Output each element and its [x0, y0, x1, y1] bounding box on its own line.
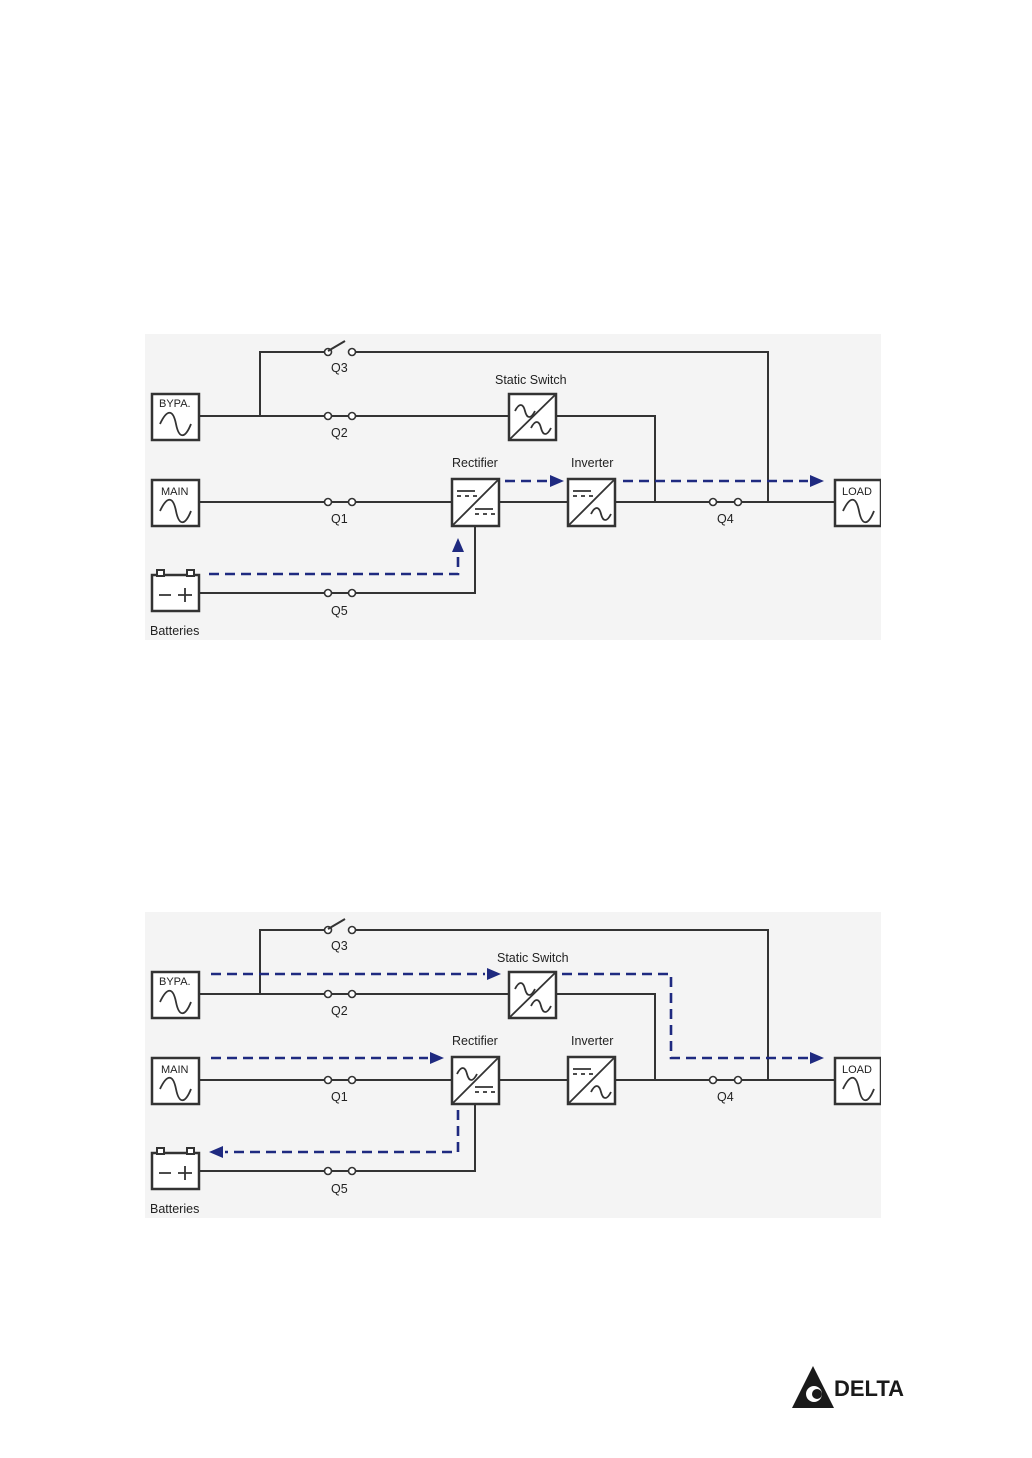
static-switch-label: Static Switch [497, 951, 569, 965]
flow-arrowhead [810, 475, 824, 487]
rectifier-label: Rectifier [452, 456, 498, 470]
rectifier-label: Rectifier [452, 1034, 498, 1048]
flow-battery-to-rectifier [209, 554, 458, 574]
delta-logo: DELTA [790, 1364, 922, 1410]
switch-q4 [710, 499, 742, 506]
main-label: MAIN [161, 486, 189, 498]
static-switch-box [509, 972, 556, 1018]
delta-triangle-icon [790, 1364, 836, 1410]
switch-q4 [710, 1077, 742, 1084]
batteries-label: Batteries [150, 1202, 199, 1216]
inverter-box [568, 479, 615, 526]
q2-label: Q2 [331, 1004, 348, 1018]
battery [152, 1148, 199, 1189]
wiring [200, 352, 835, 593]
main-source: MAIN [152, 480, 199, 526]
q5-label: Q5 [331, 604, 348, 618]
load-box: LOAD [835, 480, 881, 526]
q4-label: Q4 [717, 512, 734, 526]
load-box: LOAD [835, 1058, 881, 1104]
wiring [200, 930, 835, 1171]
inverter-box [568, 1057, 615, 1104]
q3-label: Q3 [331, 939, 348, 953]
q1-label: Q1 [331, 512, 348, 526]
switch-q2 [325, 991, 356, 998]
bypass-label: BYPA. [159, 976, 191, 988]
q1-label: Q1 [331, 1090, 348, 1104]
switch-q1 [325, 499, 356, 506]
flow-arrowhead [452, 538, 464, 552]
load-label: LOAD [842, 1064, 872, 1076]
rectifier-box [452, 479, 499, 526]
q5-label: Q5 [331, 1182, 348, 1196]
static-switch-label: Static Switch [495, 373, 567, 387]
main-source: MAIN [152, 1058, 199, 1104]
ups-diagram-1: BYPA. MAIN LOAD [145, 334, 881, 640]
rectifier-box [452, 1057, 499, 1104]
logo-text: DELTA [834, 1376, 904, 1402]
flow-arrowhead [209, 1146, 223, 1158]
ups-diagram-2: BYPA. MAIN LOAD [145, 912, 881, 1218]
q2-label: Q2 [331, 426, 348, 440]
flow-rectifier-to-battery [225, 1110, 458, 1152]
load-label: LOAD [842, 486, 872, 498]
bypass-label: BYPA. [159, 398, 191, 410]
q3-label: Q3 [331, 361, 348, 375]
main-label: MAIN [161, 1064, 189, 1076]
batteries-label: Batteries [150, 624, 199, 638]
battery [152, 570, 199, 611]
static-switch-box [509, 394, 556, 440]
flow-arrowhead [487, 968, 501, 980]
switch-q5 [325, 1168, 356, 1175]
flow-arrowhead [430, 1052, 444, 1064]
q4-label: Q4 [717, 1090, 734, 1104]
bypass-source: BYPA. [152, 972, 199, 1018]
bypass-source: BYPA. [152, 394, 199, 440]
switch-q3 [325, 919, 356, 934]
switch-q1 [325, 1077, 356, 1084]
flow-arrowhead [810, 1052, 824, 1064]
diagram-2-svg: BYPA. MAIN LOAD [145, 912, 881, 1218]
switch-q3 [325, 341, 356, 356]
flow-arrowhead [550, 475, 564, 487]
switch-q5 [325, 590, 356, 597]
diagram-1-svg: BYPA. MAIN LOAD [145, 334, 881, 640]
switch-q2 [325, 413, 356, 420]
inverter-label: Inverter [571, 1034, 613, 1048]
inverter-label: Inverter [571, 456, 613, 470]
